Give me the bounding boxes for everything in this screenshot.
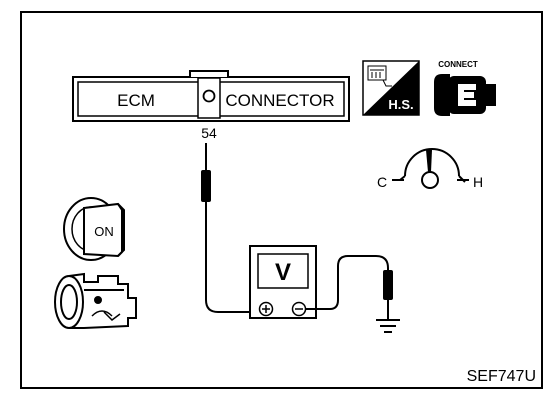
- connector-plug-icon: [434, 74, 496, 116]
- ground-test-lead: [306, 255, 400, 333]
- hs-label: H.S.: [388, 97, 413, 112]
- figure-code-label: SEF747U: [467, 368, 536, 385]
- connector-right-label: CONNECTOR: [225, 91, 334, 110]
- hs-badge-diagonal: [363, 61, 419, 115]
- positive-test-lead: [201, 143, 258, 313]
- ignition-key-icon: ON: [63, 197, 125, 261]
- hs-badge: H.S.: [362, 60, 420, 116]
- connector-pin-hole: [202, 89, 216, 103]
- harness-icon: [367, 65, 392, 87]
- positive-probe-handle: [201, 170, 211, 202]
- connect-label: CONNECT: [438, 60, 478, 69]
- gauge-cold-label: C: [377, 174, 387, 190]
- voltmeter-display-label: V: [275, 259, 291, 286]
- voltmeter: V: [249, 245, 317, 319]
- engine-icon: [54, 272, 137, 329]
- ground-probe-handle: [383, 270, 393, 300]
- pin-number-label: 54: [201, 125, 217, 141]
- gauge-hot-label: H: [473, 174, 483, 190]
- ecm-connector: ECM CONNECTOR 54: [72, 70, 350, 141]
- connect-badge: CONNECT: [434, 60, 496, 116]
- temperature-gauge-icon: C H: [377, 148, 483, 190]
- connector-lock-tab: [189, 70, 229, 77]
- voltmeter-display: [257, 253, 309, 289]
- diagram-frame: [20, 11, 543, 389]
- connector-left-label: ECM: [117, 91, 155, 110]
- ignition-on-label: ON: [94, 224, 114, 239]
